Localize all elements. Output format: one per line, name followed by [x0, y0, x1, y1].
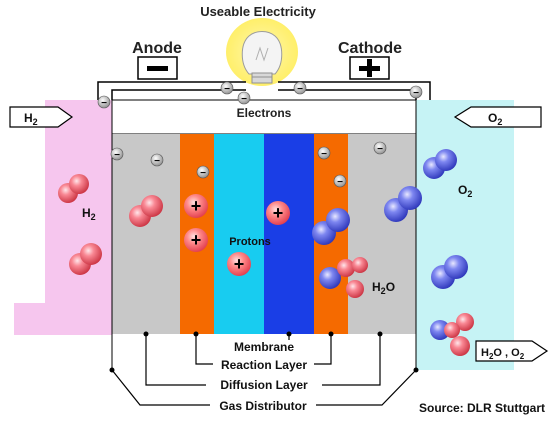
- svg-text:+: +: [273, 203, 284, 223]
- protons-label: Protons: [229, 236, 271, 248]
- electron: −: [220, 81, 234, 95]
- electron: −: [373, 141, 387, 155]
- proton: +: [184, 194, 208, 218]
- h2-label: H2: [82, 206, 96, 222]
- electron: −: [409, 85, 423, 99]
- svg-text:+: +: [191, 196, 202, 216]
- cell-bottom: [112, 334, 416, 370]
- electrons: − − − − − − − − − − −: [97, 81, 423, 188]
- membrane-layer: [264, 134, 314, 334]
- svg-text:−: −: [241, 94, 247, 105]
- proton: +: [227, 252, 251, 276]
- cathode-terminal: [349, 56, 390, 80]
- cathode-diffusion-layer: [348, 134, 416, 334]
- svg-text:−: −: [101, 98, 107, 109]
- svg-text:−: −: [114, 150, 120, 161]
- hydrogen-molecules: [58, 174, 163, 275]
- anode-gas-chamber: [14, 100, 112, 335]
- electron: −: [97, 95, 111, 109]
- electron: −: [317, 146, 331, 160]
- water-molecules: [337, 257, 474, 356]
- svg-text:−: −: [377, 144, 383, 155]
- o2-inlet-arrow: O2: [453, 106, 542, 128]
- source-credit: Source: DLR Stuttgart: [419, 401, 545, 415]
- svg-text:−: −: [337, 177, 343, 188]
- svg-text:H2O , O2: H2O , O2: [481, 347, 525, 361]
- reaction-layer-label: Reaction Layer: [221, 358, 307, 372]
- svg-text:+: +: [234, 254, 245, 274]
- layer-callouts: [111, 334, 417, 406]
- electron: −: [293, 81, 307, 95]
- anode-label: Anode: [132, 40, 182, 57]
- electron: −: [196, 165, 210, 179]
- gas-distributor-label: Gas Distributor: [219, 399, 307, 413]
- membrane-label: Membrane: [234, 340, 294, 354]
- svg-text:+: +: [191, 230, 202, 250]
- electron: −: [237, 91, 251, 105]
- anode-electrolyte: [214, 134, 264, 334]
- o2-label: O2: [458, 183, 472, 199]
- outlet-arrow: H2O , O2: [475, 340, 549, 362]
- proton: +: [184, 228, 208, 252]
- proton: +: [266, 201, 290, 225]
- electron: −: [150, 153, 164, 167]
- electrons-label: Electrons: [237, 106, 292, 120]
- svg-text:−: −: [224, 84, 230, 95]
- h2o-label: H2O: [372, 280, 395, 296]
- oxygen-molecules: [312, 149, 468, 340]
- electron: −: [333, 174, 347, 188]
- svg-text:−: −: [321, 149, 327, 160]
- svg-text:−: −: [154, 156, 160, 167]
- anode-diffusion-layer: [112, 134, 180, 334]
- callout-dots: [109, 331, 419, 373]
- svg-text:−: −: [200, 168, 206, 179]
- svg-text:−: −: [297, 84, 303, 95]
- protons: + + + +: [184, 194, 290, 276]
- electron: −: [110, 147, 124, 161]
- cathode-label: Cathode: [338, 40, 402, 57]
- h2-inlet-arrow: H2: [9, 106, 74, 128]
- anode-terminal: [137, 56, 178, 80]
- light-bulb-icon: [226, 18, 298, 86]
- svg-text:−: −: [413, 88, 419, 99]
- svg-text:H2: H2: [24, 111, 38, 127]
- diffusion-layer-label: Diffusion Layer: [220, 378, 308, 392]
- svg-text:O2: O2: [488, 111, 502, 127]
- title: Useable Electricity: [200, 4, 316, 19]
